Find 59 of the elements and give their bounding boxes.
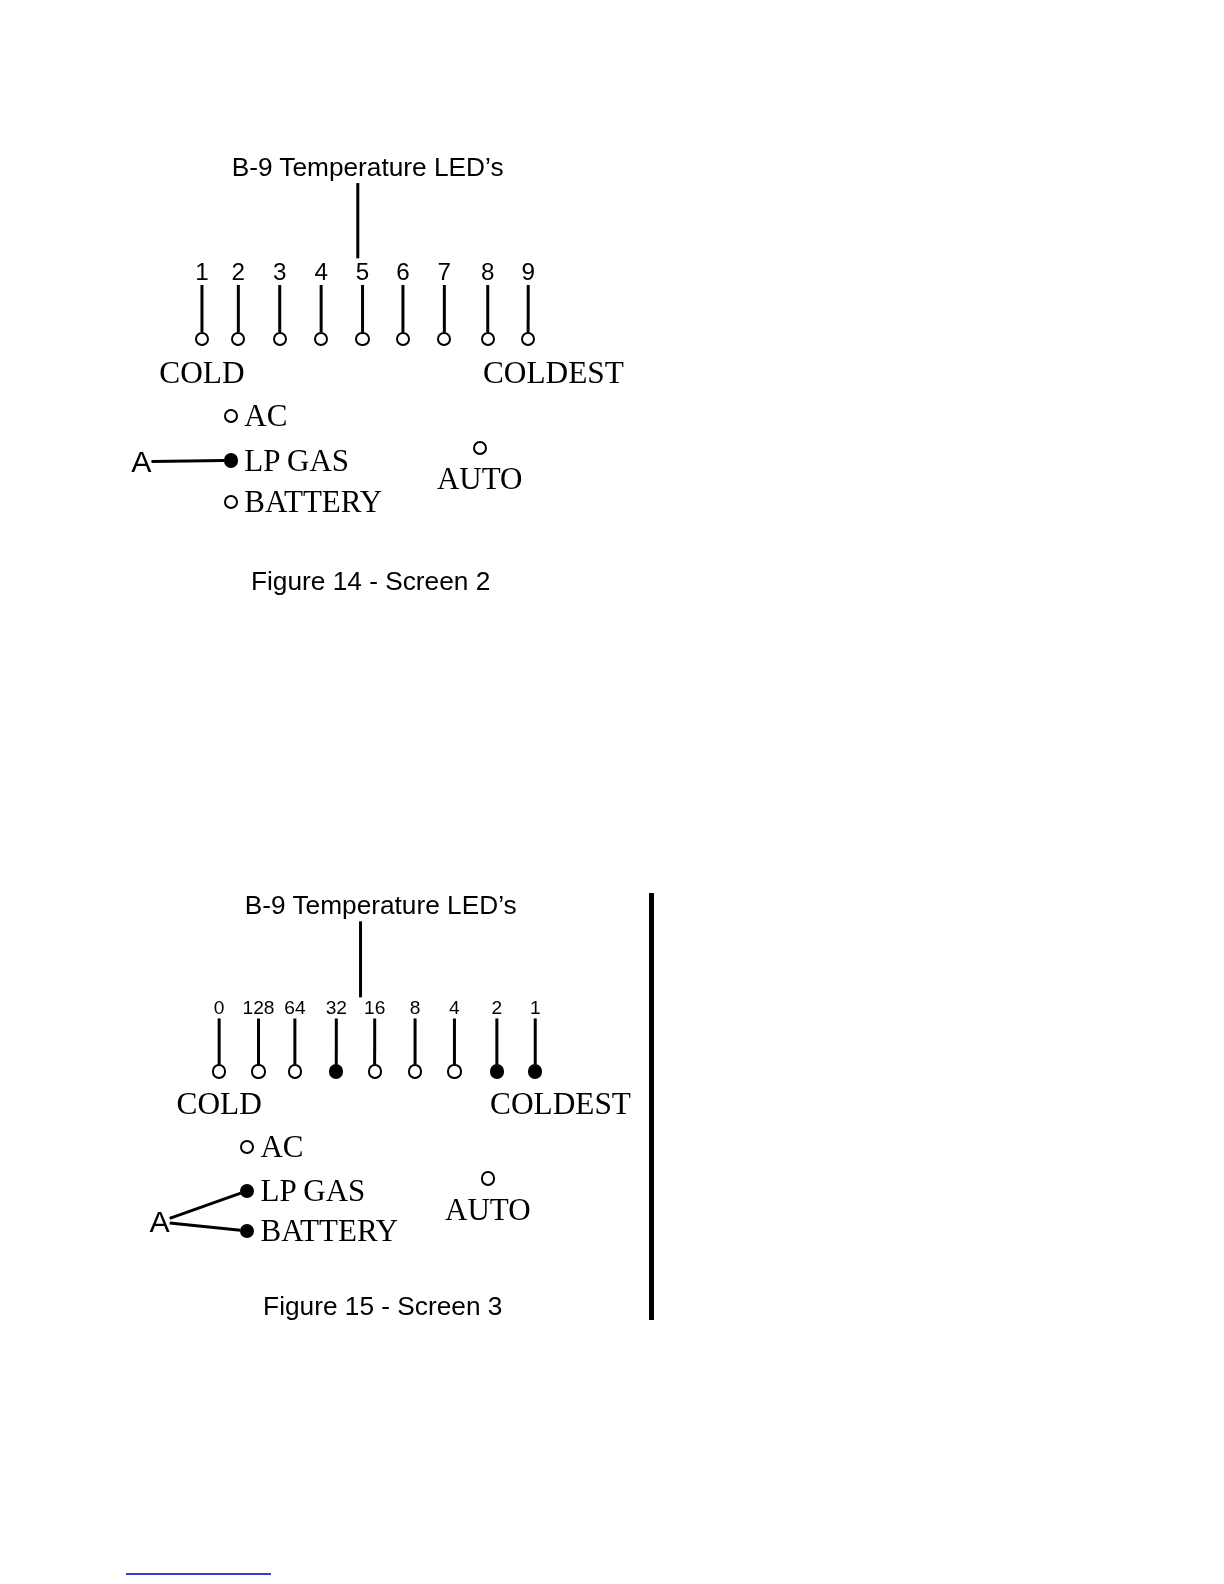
leader-line [217, 1018, 221, 1065]
callout-letter: A [131, 444, 152, 479]
leader-line [236, 285, 240, 333]
leader-line [526, 285, 530, 333]
leader-line [356, 183, 360, 259]
leader-line [495, 1018, 499, 1065]
led-number: 64 [284, 997, 306, 1019]
figure-caption: Figure 15 - Screen 3 [263, 1291, 503, 1321]
scale-end-label: COLDEST [490, 1086, 631, 1122]
indicator-label: BATTERY [260, 1215, 399, 1248]
led-number: 0 [213, 997, 225, 1019]
leader-line [359, 921, 363, 998]
indicator-label: AC [244, 400, 288, 433]
heading-text: B-9 Temperature LED’s [244, 890, 517, 920]
leader-line [278, 285, 282, 333]
led-number: 3 [273, 258, 287, 285]
leader-line [169, 1191, 242, 1220]
leader-line [293, 1018, 297, 1065]
scale-end-label: COLD [176, 1086, 262, 1122]
led-number: 4 [449, 997, 460, 1019]
led-number: 9 [521, 258, 535, 285]
leader-line [334, 1018, 338, 1065]
led-number: 2 [231, 258, 246, 285]
leader-line [319, 285, 323, 333]
leader-line [533, 1018, 537, 1065]
leader-line [169, 1221, 241, 1232]
indicator-label: LP GAS [244, 444, 350, 477]
indicator-label: AUTO [445, 1193, 531, 1226]
leader-line [361, 285, 365, 333]
leader-line [452, 1018, 456, 1065]
led-number: 4 [314, 258, 328, 285]
led-number: 8 [481, 258, 495, 285]
leader-line [200, 285, 204, 333]
indicator-label: AUTO [436, 463, 523, 496]
leader-line [151, 459, 225, 463]
indicator-label: LP GAS [260, 1174, 366, 1207]
led-number: 32 [325, 997, 347, 1019]
leader-line [486, 285, 490, 333]
scale-end-label: COLDEST [483, 355, 624, 390]
heading-text: B-9 Temperature LED’s [231, 152, 504, 182]
led-number: 6 [396, 258, 410, 285]
indicator-label: BATTERY [244, 485, 383, 518]
leader-line [442, 285, 446, 333]
leader-line [413, 1018, 417, 1065]
leader-line [257, 1018, 261, 1065]
led-number: 128 [242, 997, 275, 1019]
led-number: 5 [355, 258, 370, 285]
callout-letter: A [149, 1205, 170, 1239]
leader-line [401, 285, 405, 333]
scale-end-label: COLD [159, 355, 245, 390]
led-number: 8 [409, 997, 421, 1019]
figure-caption: Figure 14 - Screen 2 [251, 566, 491, 596]
led-number: 1 [529, 997, 541, 1019]
led-number: 7 [437, 258, 452, 285]
led-number: 2 [491, 997, 503, 1019]
leader-line [373, 1018, 377, 1065]
led-number: 1 [195, 258, 209, 285]
indicator-label: AC [260, 1131, 304, 1164]
led-number: 16 [364, 997, 386, 1019]
